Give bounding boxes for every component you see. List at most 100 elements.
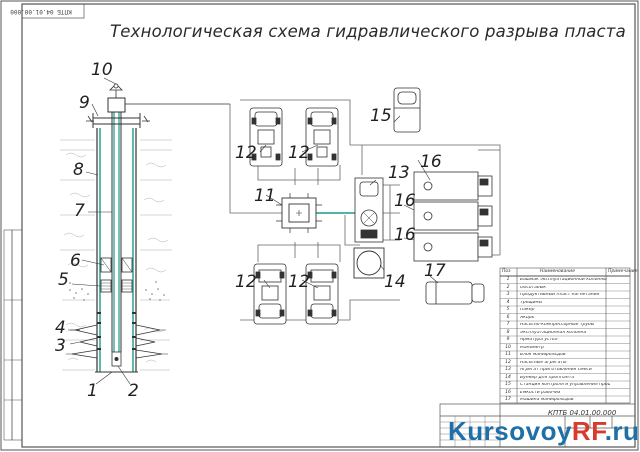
watermark-logo: KursovoyRF.ru (448, 416, 640, 446)
label-13: 13 (388, 163, 410, 183)
casing (95, 128, 138, 373)
pump-truck (253, 263, 287, 325)
legend-row: 10 Манометр (500, 344, 628, 353)
legend-row-name: Блок манифольдов (520, 353, 566, 357)
label-11: 11 (254, 186, 276, 206)
label-4: 4 (55, 318, 66, 338)
legend-row-name: Бункер для проппанта (520, 375, 575, 380)
legend-row: 7 Насосно-компрессорные трубы (500, 321, 628, 330)
label-9: 9 (79, 93, 90, 113)
legend-row: 11 Блок манифольдов (500, 351, 628, 360)
manifold-truck (425, 281, 485, 305)
legend-row: 12 Насосные агрегаты (500, 359, 628, 368)
legend-table (499, 267, 631, 404)
wellhead (86, 97, 230, 128)
legend-row: 6 Якорь (500, 314, 628, 323)
legend-row-name: Насосно-компрессорные трубы (520, 323, 595, 327)
legend-row-name: Продуктивный пласт нагнетания (520, 293, 600, 297)
label-17: 17 (424, 261, 446, 281)
legend-row-name: Пакер (520, 308, 535, 312)
casing-shoe (111, 351, 122, 367)
well-section (60, 83, 230, 373)
label-12-top-right: 12 (288, 143, 310, 163)
legend-row-name: Манометр (520, 345, 544, 350)
leader-lines (69, 77, 439, 385)
legend-row-name: Якорь (520, 315, 535, 320)
legend-row-number: 5 (506, 307, 510, 312)
pump-truck (305, 107, 339, 167)
legend-row-name: Арматура устья (520, 338, 558, 342)
legend-row: 1 Башмак эксплуатационной колонны (500, 276, 628, 285)
legend-row-number: 1 (506, 277, 510, 282)
legend-row-number: 8 (506, 329, 510, 335)
packer (100, 279, 133, 293)
fluid-tank (413, 171, 493, 201)
label-16-top: 16 (420, 152, 442, 172)
title-block-doc-code: КПТБ 04.01.00.000 (548, 409, 617, 417)
formation-hatching (60, 139, 172, 371)
label-1: 1 (87, 381, 98, 401)
label-7: 7 (74, 201, 85, 221)
legend-header-no: Поз (502, 269, 511, 274)
legend-row: 16 Емкости рабочих (500, 389, 628, 398)
blender-unit (354, 177, 384, 243)
fluid-tank (413, 201, 493, 231)
label-14: 14 (384, 272, 406, 292)
legend-header-note: Примечание (608, 269, 638, 274)
label-15: 15 (370, 106, 392, 126)
legend-row-name: Емкости рабочих (520, 390, 561, 395)
legend-row-number: 17 (505, 397, 511, 402)
legend-row-name: Насосные агрегаты (520, 360, 567, 365)
legend-row-number: 7 (506, 322, 510, 327)
legend-row-number: 14 (505, 374, 511, 380)
label-16-middle: 16 (394, 191, 416, 211)
legend-row-number: 3 (506, 292, 510, 297)
legend-row-number: 4 (506, 299, 510, 305)
drawing-title: Технологическая схема гидравлического ра… (110, 22, 626, 41)
label-3: 3 (55, 336, 66, 356)
legend-row: 17 Машина манифольдов (500, 396, 628, 405)
legend-row: 8 Эксплуатационная колонна (500, 329, 628, 338)
label-12-bottom-right: 12 (288, 272, 310, 292)
manifold-block (276, 193, 322, 233)
fluid-tank (413, 232, 493, 262)
legend-row: 13 Агрегат приготовления смеси (500, 366, 628, 375)
legend-row-name: Эксплуатационная колонна (520, 330, 587, 335)
legend-row: 5 Пакер (500, 306, 628, 315)
legend-row: 9 Арматура устья (500, 336, 628, 345)
legend-row: 14 Бункер для проппанта (500, 374, 628, 383)
legend-row-number: 11 (505, 352, 511, 357)
control-station (393, 87, 421, 133)
drawing-code-stamp: КПТБ 04.01.00.000 (10, 8, 72, 15)
legend-row-name: Машина манифольдов (520, 398, 574, 402)
label-12-top-left: 12 (235, 143, 257, 163)
legend-row-name: Трещины (520, 300, 543, 305)
legend-row-name: Станция контроля и управления процессом (520, 383, 610, 387)
legend-row-number: 6 (506, 314, 510, 320)
legend-row-number: 9 (506, 337, 510, 342)
legend-row-number: 10 (505, 344, 511, 350)
legend-row: 2 Обсотабык (500, 284, 628, 293)
label-16-bottom: 16 (394, 225, 416, 245)
tubing (111, 100, 122, 352)
legend-row-name: Агрегат приготовления смеси (520, 368, 592, 372)
label-10: 10 (91, 60, 113, 80)
legend-row-name: Обсотабык (520, 285, 546, 290)
productive-zone (69, 281, 165, 301)
legend-row-number: 13 (505, 367, 511, 372)
legend-row-number: 15 (505, 382, 511, 387)
title-block (439, 403, 636, 448)
label-8: 8 (73, 160, 84, 180)
legend-row-number: 2 (506, 284, 510, 290)
anchor (100, 257, 133, 273)
label-2: 2 (128, 381, 139, 401)
legend-row: 3 Продуктивный пласт нагнетания (500, 291, 628, 300)
legend-row-number: 12 (505, 359, 511, 365)
legend-row-number: 16 (505, 389, 511, 395)
legend-row: 4 Трещины (500, 299, 628, 308)
proppant-hopper (353, 247, 385, 279)
legend-row: 15 Станция контроля и управления процессо… (500, 381, 628, 390)
legend-row-name: Башмак эксплуатационной колонны (520, 278, 607, 282)
